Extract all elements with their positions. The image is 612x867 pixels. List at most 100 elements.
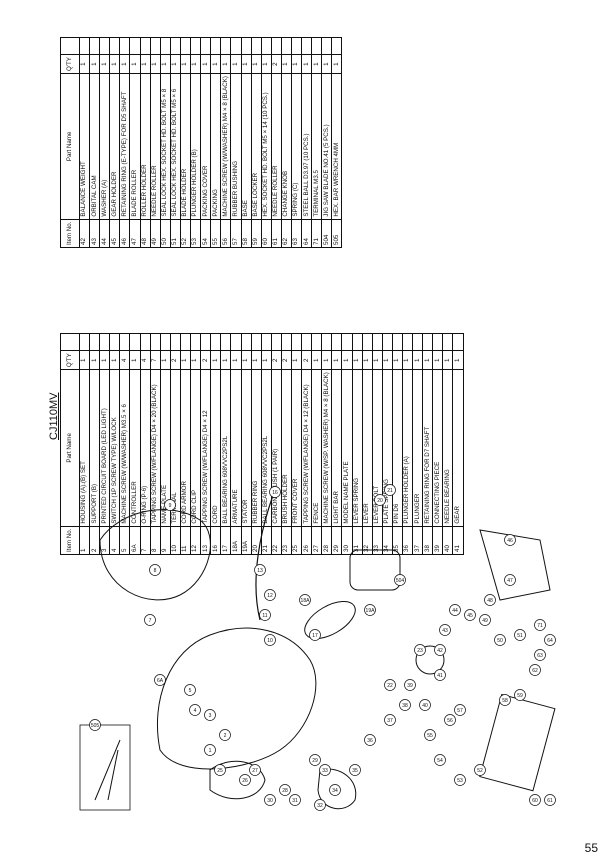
blank-cell [150, 37, 161, 55]
qty-cell: 1 [331, 54, 342, 74]
callout-3: 3 [204, 709, 216, 721]
callout-29: 29 [309, 754, 321, 766]
qty-cell: 1 [412, 350, 423, 370]
qty-cell: 7 [150, 350, 161, 370]
callout-label: 9 [169, 503, 172, 509]
item-no-cell: 71 [311, 219, 322, 248]
blank-cell [251, 37, 262, 55]
callout-35: 35 [349, 764, 361, 776]
callout-59: 59 [514, 689, 526, 701]
part-name-cell: HEX. BAR WRENCH 4MM [331, 73, 342, 220]
qty-cell: 1 [321, 350, 332, 370]
callout-label: 34 [332, 788, 338, 794]
callout-2: 2 [219, 729, 231, 741]
qty-cell: 1 [241, 54, 252, 74]
callout-37: 37 [384, 714, 396, 726]
qty-cell: 1 [79, 350, 90, 370]
callout-60: 60 [529, 794, 541, 806]
blank-cell [321, 333, 332, 351]
callout-58: 58 [499, 694, 511, 706]
part-name-cell: MACHINE SCREW (W/WASHER) M4 × 8 (BLACK) [220, 73, 231, 220]
item-no-cell: 42 [79, 219, 90, 248]
qty-cell: 1 [311, 350, 322, 370]
callout-label: 40 [422, 703, 428, 709]
qty-cell: 1 [281, 54, 292, 74]
callout-label: 47 [507, 578, 513, 584]
callout-label: 23 [417, 648, 423, 654]
callout-label: 5 [189, 688, 192, 694]
qty-cell: 1 [452, 350, 464, 370]
part-name-cell: NEEDLE ROLLER [150, 73, 161, 220]
callout-26: 26 [239, 774, 251, 786]
part-name-cell: PACKING [210, 73, 221, 220]
part-name-cell: BASE LOCKER [251, 73, 262, 220]
qty-cell: 1 [251, 350, 262, 370]
item-no-cell: 57 [230, 219, 241, 248]
qty-cell: 1 [119, 54, 130, 74]
callout-57: 57 [454, 704, 466, 716]
callout-label: 33 [322, 768, 328, 774]
callout-label: 4 [194, 708, 197, 714]
qty-cell: 1 [362, 350, 373, 370]
callout-label: 505 [91, 723, 100, 729]
col-blank [60, 333, 80, 351]
blank-cell [331, 333, 342, 351]
callout-label: 35 [352, 768, 358, 774]
blank-cell [402, 333, 413, 351]
qty-cell: 1 [160, 54, 171, 74]
housing-shape [156, 627, 317, 770]
item-no-cell: 43 [89, 219, 100, 248]
item-no-cell: 61 [271, 219, 282, 248]
item-no-cell: 504 [321, 219, 332, 248]
part-name-cell: PACKING COVER [200, 73, 211, 220]
callout-504: 504 [394, 574, 406, 586]
blank-cell [210, 333, 221, 351]
qty-cell: 1 [180, 54, 191, 74]
callout-label: 13 [257, 568, 263, 574]
part-name-cell: BLADE HOLDER [180, 73, 191, 220]
cover-shape [209, 760, 266, 800]
callout-52: 52 [474, 764, 486, 776]
part-name-cell: TERMINAL M3.5 [311, 73, 322, 220]
qty-cell: 1 [251, 54, 262, 74]
model-title: CJ110MV [48, 392, 60, 440]
part-name-cell: RUBBER BUSHING [230, 73, 241, 220]
callout-label: 3 [209, 713, 212, 719]
blank-cell [452, 333, 464, 351]
armature-shape [304, 600, 356, 640]
callout-5: 5 [184, 684, 196, 696]
qty-cell: 1 [129, 54, 141, 74]
item-no-cell: 53 [190, 219, 201, 248]
part-name-cell: JIG SAW BLADE NO.41 (5 PCS.) [321, 73, 332, 220]
callout-39: 39 [404, 679, 416, 691]
qty-cell: 1 [220, 350, 231, 370]
item-no-cell: 50 [160, 219, 171, 248]
callout-38: 38 [399, 699, 411, 711]
qty-cell: 2 [301, 350, 312, 370]
callout-label: 57 [457, 708, 463, 714]
callout-label: 26 [242, 778, 248, 784]
blank-cell [291, 333, 302, 351]
item-no-cell: 44 [99, 219, 110, 248]
callout-label: 46 [507, 538, 513, 544]
qty-cell: 1 [200, 54, 211, 74]
blank-cell [89, 333, 100, 351]
blank-cell [160, 37, 171, 55]
blank-cell [362, 333, 373, 351]
item-no-cell: 49 [150, 219, 161, 248]
qty-cell: 1 [89, 54, 100, 74]
callout-20: 20 [374, 494, 386, 506]
callout-label: 30 [267, 798, 273, 804]
blank-cell [109, 37, 120, 55]
callout-label: 42 [437, 648, 443, 654]
blank-cell [281, 37, 292, 55]
